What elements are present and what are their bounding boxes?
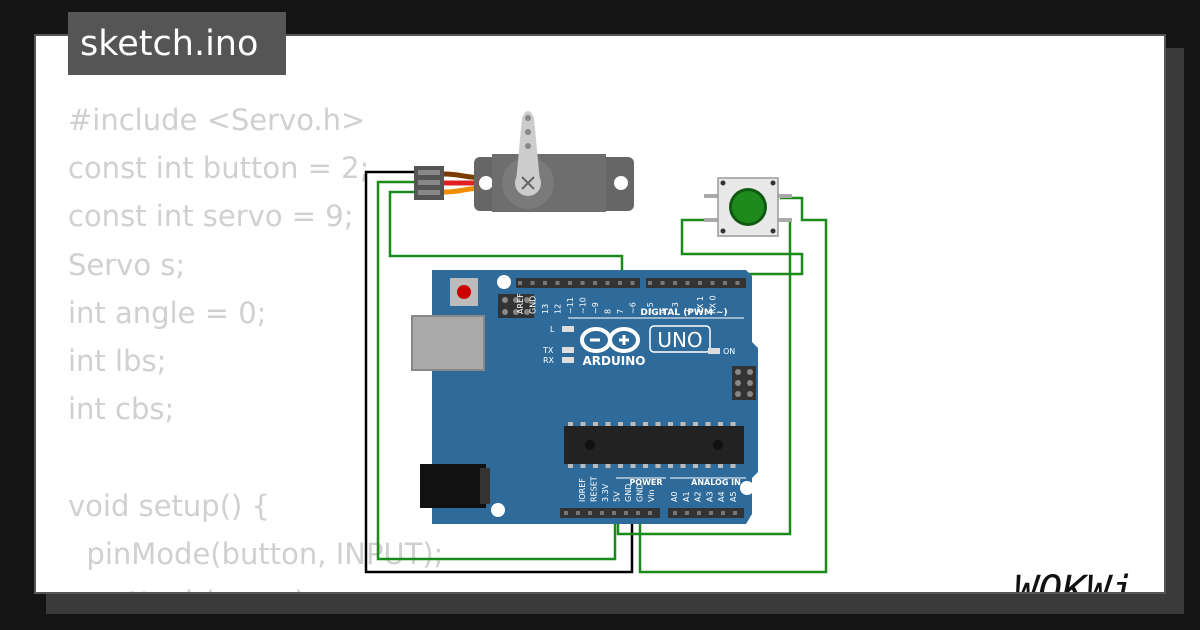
pin-label-analog: A0 (670, 491, 679, 502)
digital-label: DIGITAL (PWM ~) (640, 308, 727, 318)
power-label: POWER (629, 478, 662, 487)
code-line[interactable]: Servo s; (68, 247, 186, 282)
pin-label-power: IOREF (578, 478, 587, 502)
pin-label-top: ~5 (646, 302, 655, 314)
led-tx-label: TX (542, 346, 554, 355)
code-line[interactable]: s.attach(servo); (68, 578, 443, 592)
pin-label-analog: A1 (682, 491, 691, 502)
analog-label: ANALOG IN (691, 478, 741, 487)
code-line[interactable]: const int servo = 9; (68, 199, 354, 234)
wire-button-ground[interactable] (638, 196, 828, 574)
pin-label-power: GND (636, 484, 645, 502)
code-line[interactable]: #include <Servo.h> (68, 103, 366, 137)
pin-label-analog: A2 (694, 491, 703, 502)
servo-motor[interactable] (414, 111, 634, 212)
pin-label-top: TX 1 (696, 296, 705, 315)
pushbutton[interactable] (704, 177, 792, 237)
wokwi-logo-text: WOKWi (1014, 568, 1134, 594)
pin-label-top: 7 (616, 309, 625, 314)
code-editor[interactable]: #include <Servo.h> const int button = 2; c… (68, 96, 444, 592)
pin-label-top: 4 (659, 309, 668, 314)
power-jack (420, 464, 486, 508)
wire-servo-ground[interactable] (364, 170, 634, 574)
digital-header-1 (516, 278, 640, 288)
pin-label-analog: A3 (705, 491, 714, 502)
pin-label-top: 13 (541, 304, 550, 314)
pushbutton-cap[interactable] (732, 191, 764, 223)
pin-label-top: AREF (516, 293, 525, 314)
model-label: UNO (657, 328, 702, 352)
pin-label-top: 12 (554, 304, 563, 314)
pin-label-top: ~10 (579, 297, 588, 314)
file-tab-label: sketch.ino (80, 23, 259, 64)
led-rx-label: RX (543, 356, 555, 365)
wire-servo-signal[interactable] (388, 190, 624, 282)
pin-label-top: GND (529, 296, 538, 314)
analog-header (668, 508, 744, 518)
pin-label-analog: A4 (717, 491, 726, 502)
code-line[interactable]: void setup() { (68, 488, 270, 523)
pin-label-top: 8 (604, 309, 613, 314)
digital-header-2 (646, 278, 746, 288)
code-line[interactable]: int angle = 0; (68, 295, 267, 330)
led-l-label: L (550, 325, 555, 334)
pin-label-top: ~11 (566, 297, 575, 314)
pin-label-top: RX 0 (709, 295, 718, 314)
icsp-header-right (732, 366, 756, 400)
pin-label-power: Vin (647, 489, 656, 502)
pin-label-top: ~3 (671, 302, 680, 314)
on-label: ON (723, 347, 735, 356)
brand-label: ARDUINO (583, 354, 646, 368)
code-line[interactable]: int lbs; (68, 343, 167, 378)
pin-label-top: 2 (684, 309, 693, 314)
arduino-logo-icon (580, 327, 640, 353)
file-tab[interactable]: sketch.ino (68, 12, 286, 75)
wire-servo-power[interactable] (376, 180, 617, 561)
pin-label-power: 3.3V (601, 483, 610, 502)
code-line[interactable]: pinMode(button, INPUT); (68, 536, 444, 571)
pin-label-power: GND (624, 484, 633, 502)
pin-label-power: 5V (613, 491, 622, 502)
pin-label-power: RESET (590, 476, 599, 502)
icsp-header (498, 294, 534, 318)
pin-label-top: ~6 (629, 302, 638, 314)
code-line[interactable]: const int button = 2; (68, 151, 370, 186)
code-line[interactable]: int cbs; (68, 392, 175, 427)
wokwi-logo-icon: WOKWi (1014, 568, 1134, 594)
diagram-canvas: #include <Servo.h> const int button = 2; c… (34, 34, 1166, 594)
pin-label-top: ~9 (591, 302, 600, 314)
pin-label-analog: A5 (729, 491, 738, 502)
power-header (560, 508, 660, 518)
usb-port (411, 315, 485, 371)
